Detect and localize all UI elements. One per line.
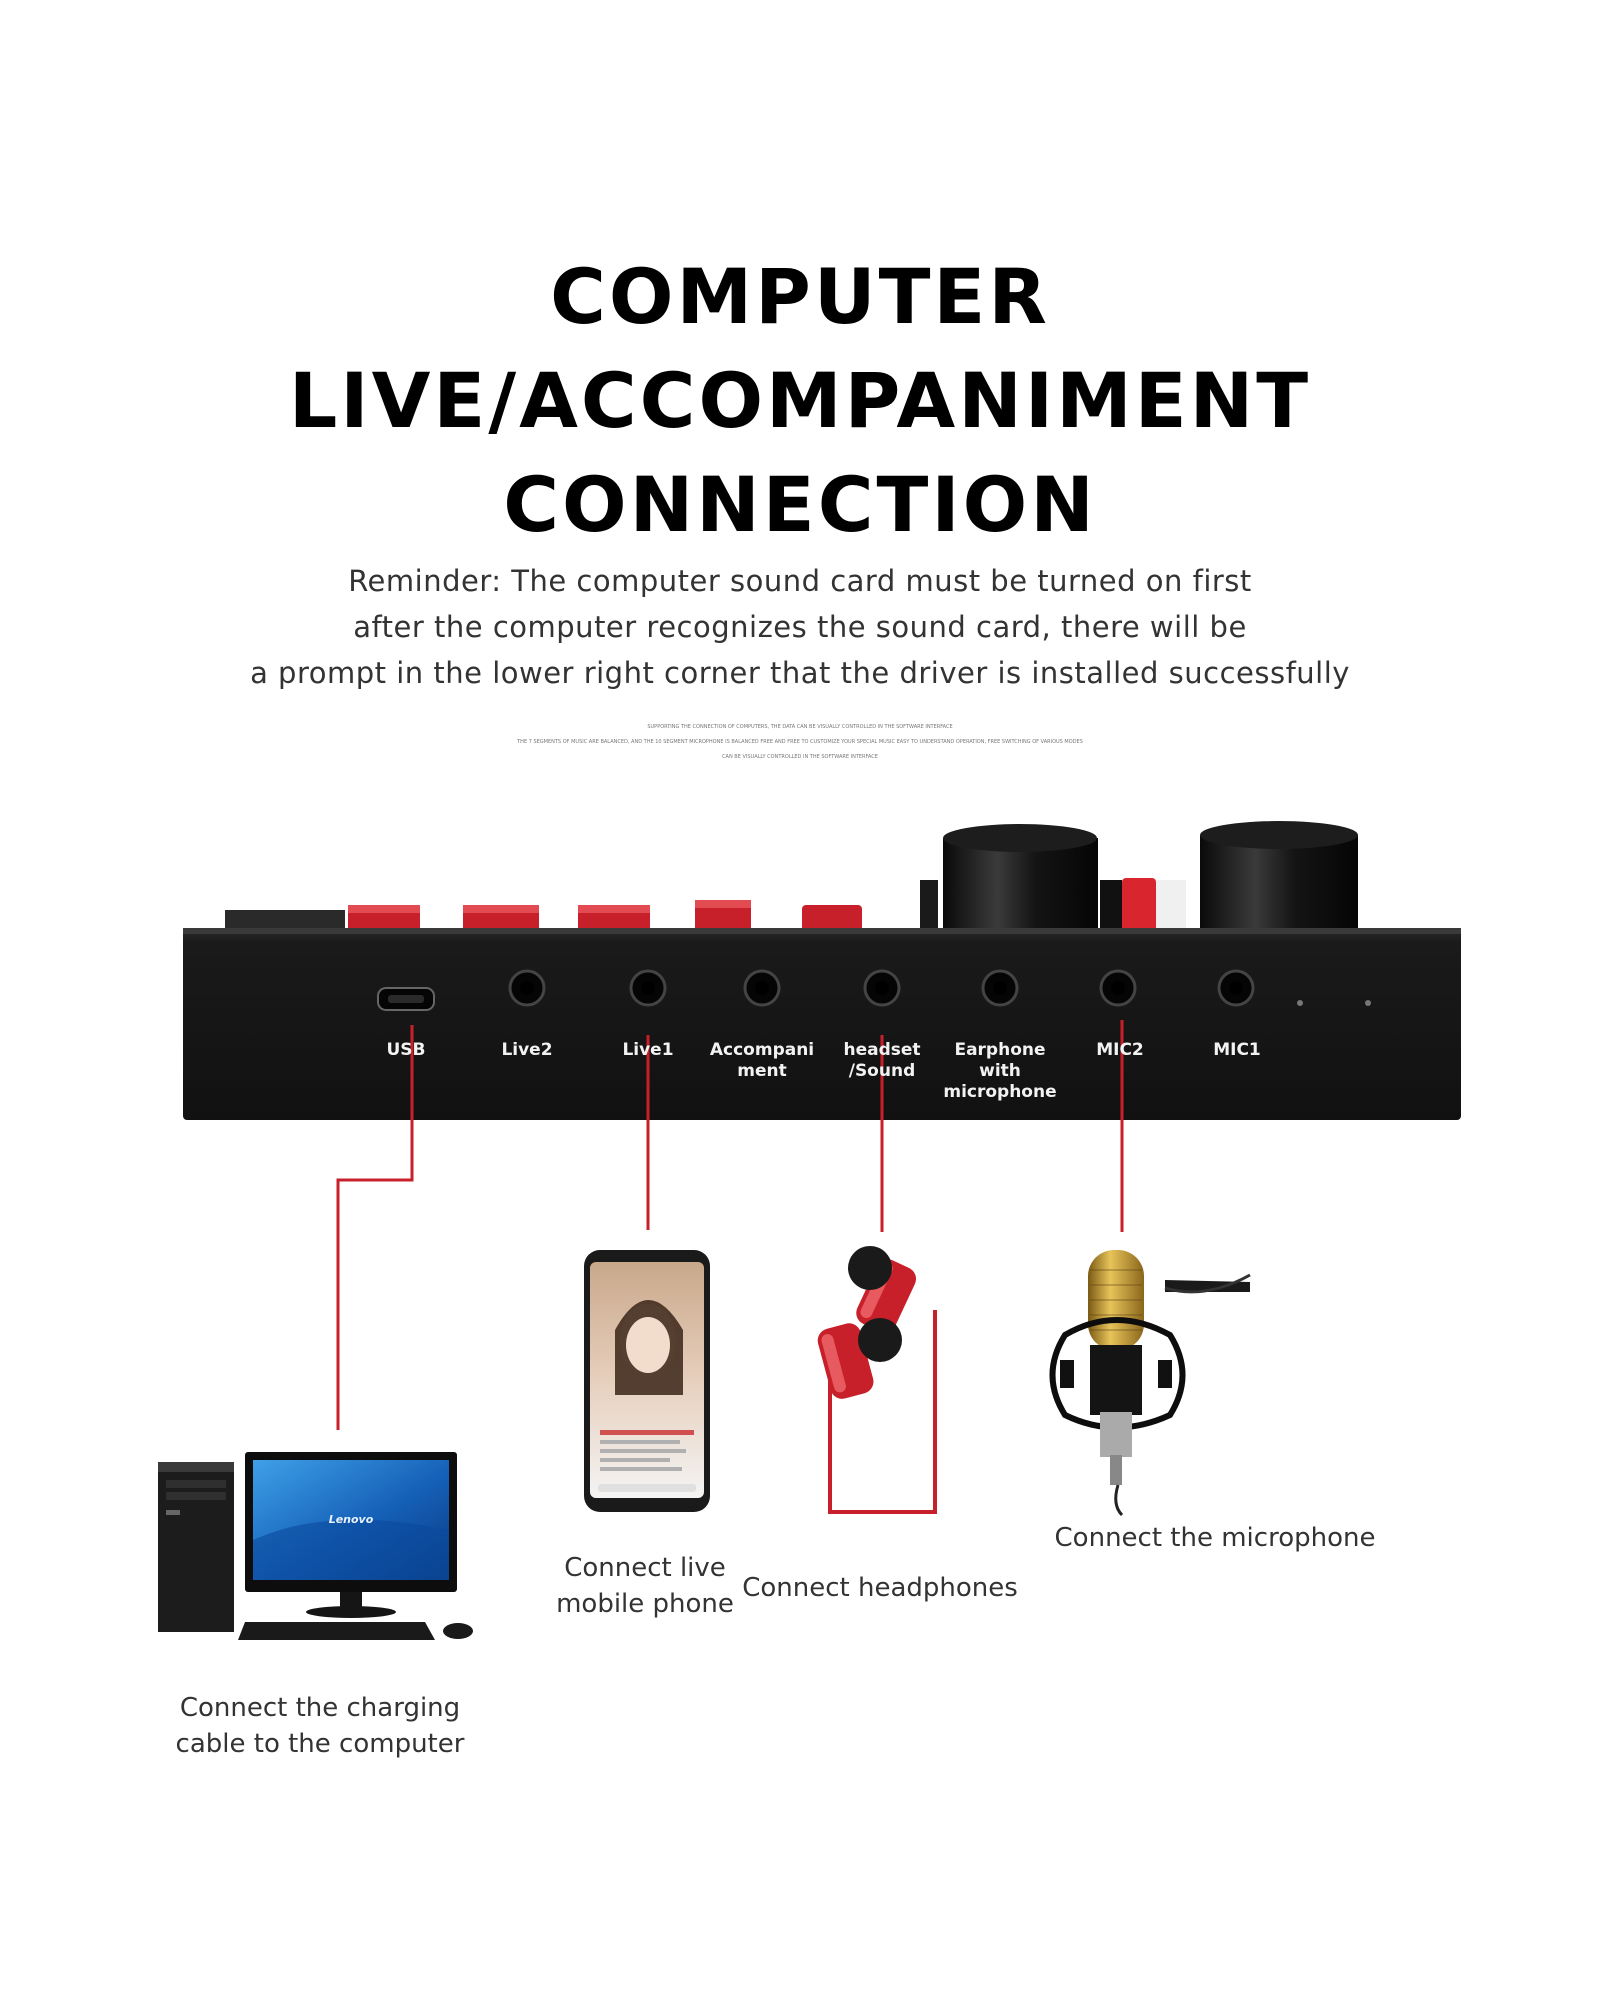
caption-phone-line-1: Connect live [564,1553,726,1583]
port-label-live2: Live2 [501,1040,553,1060]
indicator-led-icon [1365,1000,1371,1006]
port-label-live1: Live1 [622,1040,674,1060]
title-line-3: CONNECTION [503,460,1097,549]
earphones-icon [817,1246,937,1514]
jack-live1-icon [629,969,667,1007]
caption-computer-line-2: cable to the computer [175,1729,465,1759]
toggle-switch [1100,878,1186,938]
fine-print-line-1: SUPPORTING THE CONNECTION OF COMPUTERS, … [647,724,953,730]
jack-mic1-icon [1217,969,1255,1007]
connection-lines [336,1020,1124,1430]
fine-print-line-2: THE 7 SEGMENTS OF MUSIC ARE BALANCED, AN… [517,739,1083,745]
jack-accompaniment-icon [743,969,781,1007]
caption-headphones-line-1: Connect headphones [742,1573,1018,1603]
jack-live2-icon [508,969,546,1007]
jack-headset-icon [863,969,901,1007]
condenser-microphone-icon [1049,1250,1251,1517]
smartphone-icon [584,1250,710,1512]
desktop-computer-icon: Lenovo [158,1452,473,1640]
indicator-led-icon [1297,1000,1303,1006]
caption-phone-line-2: mobile phone [556,1589,734,1619]
jack-earphone-mic-icon [981,969,1019,1007]
usb-cable-line [336,1025,414,1430]
usb-port-icon [377,987,435,1011]
reminder-line-1: Reminder: The computer sound card must b… [348,564,1252,598]
port-label-earphone-mic: Earphone with microphone [943,1040,1057,1102]
reminder-text: Reminder: The computer sound card must b… [0,558,1600,696]
jack-mic2-icon [1099,969,1137,1007]
reminder-line-2: after the computer recognizes the sound … [353,610,1247,644]
port-label-usb: USB [386,1040,426,1060]
volume-knob-left [943,824,1098,938]
title-line-1: COMPUTER [550,252,1050,341]
caption-phone: Connect live mobile phone [530,1550,760,1622]
title-line-2: LIVE/ACCOMPANIMENT [288,356,1312,445]
device-top [225,821,1358,941]
caption-headphones: Connect headphones [730,1570,1030,1606]
port-label-accompaniment: Accompani ment [709,1040,815,1081]
fine-print-line-3: CAN BE VISUALLY CONTROLLED IN THE SOFTWA… [722,754,878,760]
port-label-headset: headset /Sound [843,1040,921,1081]
caption-computer: Connect the charging cable to the comput… [140,1690,500,1762]
reminder-line-3: a prompt in the lower right corner that … [250,656,1350,690]
caption-microphone: Connect the microphone [1030,1520,1400,1556]
fine-print: SUPPORTING THE CONNECTION OF COMPUTERS, … [300,720,1300,765]
monitor-brand-text: Lenovo [329,1513,374,1526]
caption-computer-line-1: Connect the charging [179,1693,461,1723]
caption-microphone-line-1: Connect the microphone [1054,1523,1376,1553]
port-label-mic1: MIC1 [1213,1040,1261,1060]
port-label-mic2: MIC2 [1096,1040,1144,1060]
sound-card-front-panel [183,928,1461,1120]
page-title: COMPUTER LIVE/ACCOMPANIMENT CONNECTION [0,245,1600,557]
volume-knob-right [1200,821,1358,940]
